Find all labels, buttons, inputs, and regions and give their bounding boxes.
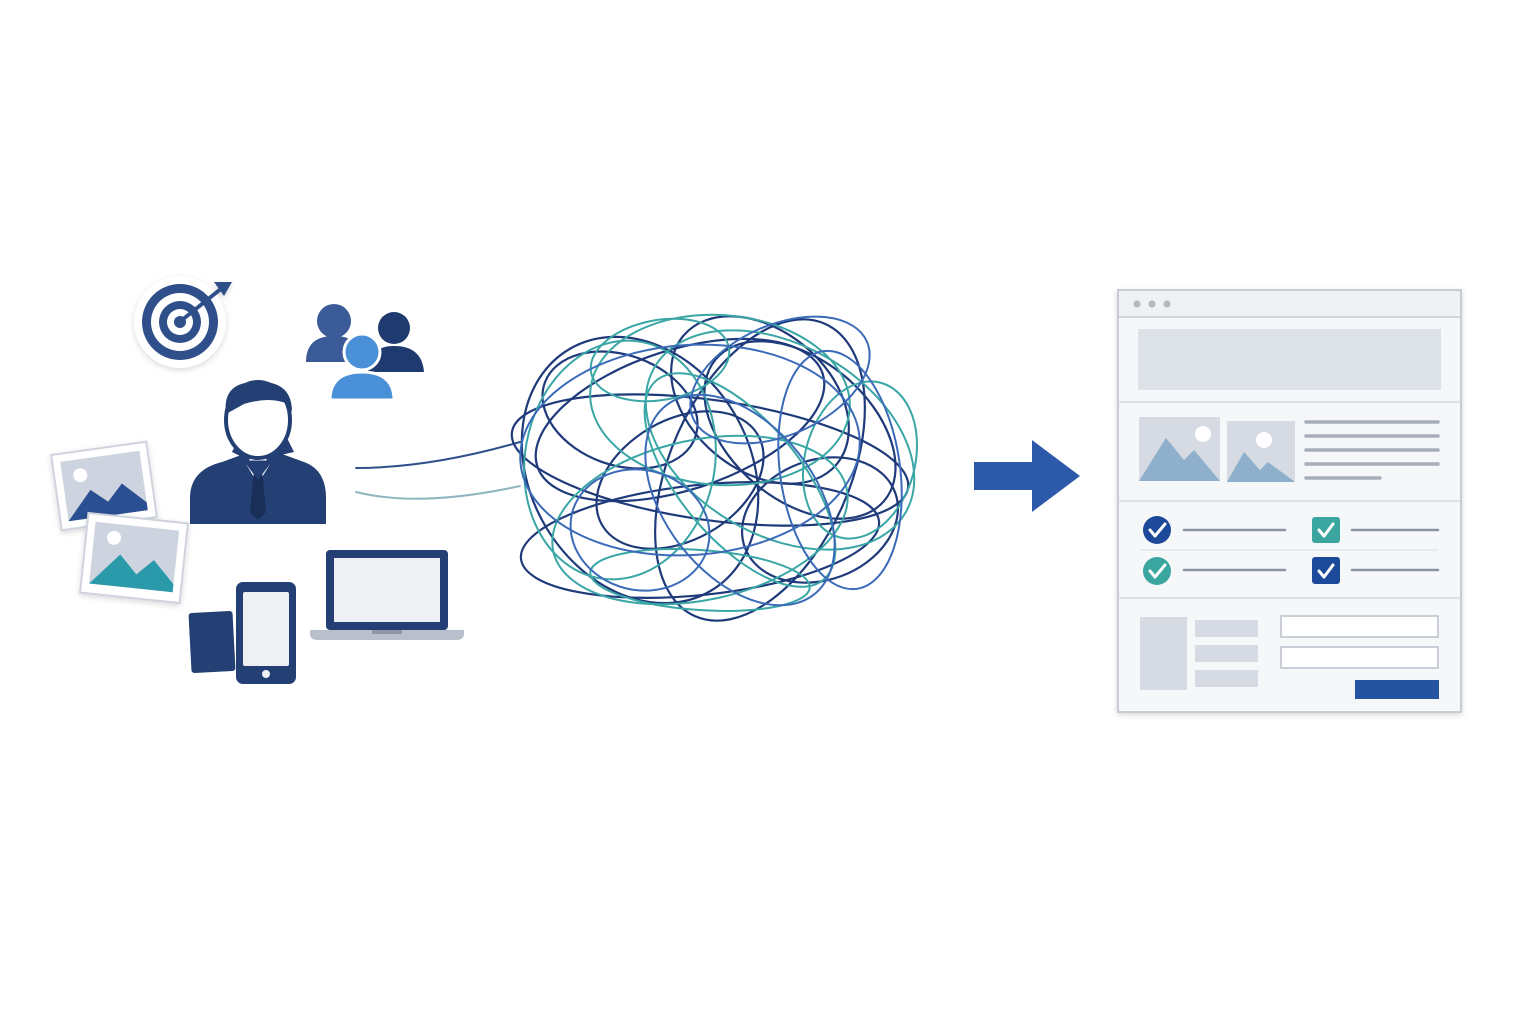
check-square-icon: [1312, 557, 1340, 584]
tangled-lines: [510, 313, 919, 622]
laptop-icon: [310, 550, 464, 640]
text-lines: [1304, 420, 1440, 480]
form-input-field: [1280, 615, 1439, 638]
sidebar-block: [1140, 617, 1187, 690]
browser-titlebar: [1118, 291, 1461, 318]
menu-bar: [1195, 645, 1258, 662]
menu-bar: [1195, 620, 1258, 637]
form-area: [1140, 615, 1439, 699]
target-icon: [134, 276, 232, 368]
arrow-right-icon: [974, 440, 1080, 512]
check-circle-icon: [1143, 516, 1171, 544]
hero-banner: [1138, 329, 1441, 390]
businessman-icon: [190, 380, 326, 524]
submit-button: [1355, 680, 1439, 699]
smartphone-icon: [236, 582, 296, 684]
window-dot-icon: [1133, 300, 1141, 308]
form-input-field: [1280, 646, 1439, 669]
inputs-cluster: [50, 276, 464, 684]
photo-icon: [50, 440, 158, 532]
check-square-icon: [1312, 517, 1340, 543]
tablet-icon: [188, 611, 236, 673]
browser-window-icon: [1117, 289, 1462, 713]
image-thumbnail: [1227, 421, 1295, 482]
input-connector-lines: [355, 441, 521, 500]
window-dot-icon: [1148, 300, 1156, 308]
image-thumbnail: [1139, 417, 1220, 481]
users-group-icon: [306, 304, 424, 402]
menu-bar: [1195, 670, 1258, 687]
photo-icon: [78, 511, 190, 605]
check-circle-icon: [1143, 557, 1171, 585]
window-dot-icon: [1163, 300, 1171, 308]
checklist: [1140, 516, 1440, 585]
